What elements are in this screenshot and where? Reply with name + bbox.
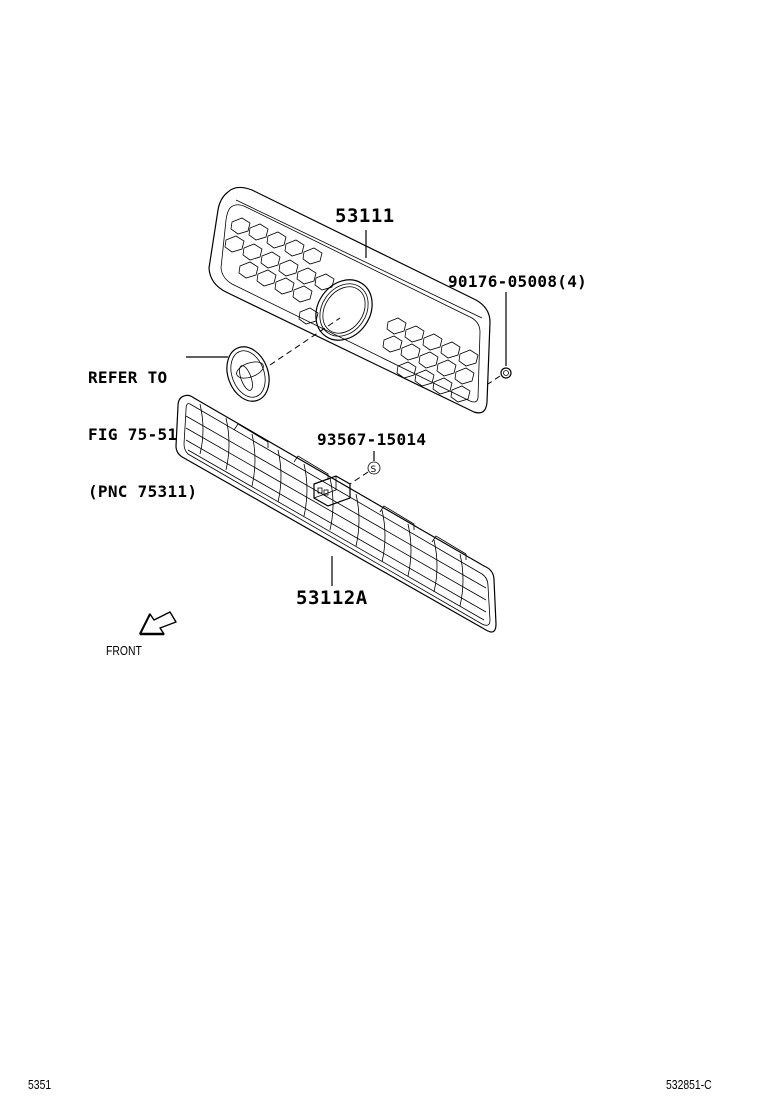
nut-drawing: S [349, 461, 381, 485]
lower-grille-drawing [175, 394, 497, 633]
emblem-drawing [226, 346, 270, 402]
clip-drawing [487, 367, 512, 385]
emblem-ref-line2: FIG 75-51 [88, 425, 178, 444]
emblem-reference-note: REFER TO FIG 75-51 (PNC 75311) [88, 330, 197, 539]
callout-90176-05008: 90176-05008(4) [448, 272, 588, 291]
emblem-ref-line3: (PNC 75311) [88, 482, 198, 501]
callout-53112a: 53112A [296, 587, 368, 609]
upper-grille-drawing [208, 186, 491, 414]
emblem-install-line [269, 317, 341, 366]
svg-text:S: S [371, 465, 377, 475]
front-direction-label: FRONT [106, 643, 142, 658]
footer-right-code: 532851-C [666, 1077, 712, 1092]
footer-left-code: 5351 [28, 1077, 52, 1092]
callout-93567-15014: 93567-15014 [317, 430, 427, 449]
callout-53111: 53111 [335, 205, 395, 227]
emblem-ref-line1: REFER TO [88, 368, 168, 387]
arrow-down-left-icon [139, 611, 177, 636]
